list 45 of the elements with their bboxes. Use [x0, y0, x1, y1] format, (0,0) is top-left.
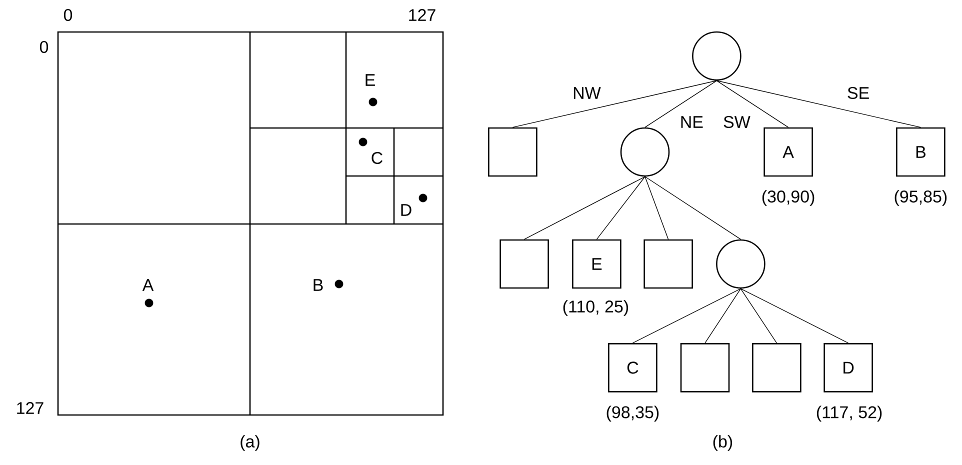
axis-label: 0	[40, 40, 48, 54]
edge-label: NW	[574, 87, 601, 99]
tree-edge	[740, 288, 778, 344]
leaf-box	[644, 239, 693, 289]
point-label: A	[142, 279, 154, 291]
tree-edge	[512, 80, 718, 128]
coordinate-label: (110, 25)	[563, 300, 628, 316]
coordinate-label: (95,85)	[894, 190, 947, 206]
edge-label: SW	[724, 116, 750, 128]
coordinate-label: (117, 52)	[816, 406, 882, 422]
tree-edge	[644, 176, 742, 240]
leaf-box: C	[608, 343, 658, 392]
point-label: C	[372, 152, 382, 164]
tree-edge	[716, 80, 922, 128]
tree-edge	[632, 288, 742, 344]
tree-circle	[716, 239, 766, 289]
coordinate-label: (98,35)	[606, 406, 659, 422]
leaf-box	[488, 127, 538, 177]
tree-edge	[596, 176, 646, 240]
tree-edge	[644, 80, 718, 128]
leaf-box: B	[896, 127, 946, 177]
tree-edge	[524, 176, 646, 240]
axis-label: 127	[409, 9, 436, 21]
edge-label: NE	[681, 116, 703, 128]
coordinate-label: (30,90)	[762, 190, 814, 206]
edge-label: SE	[848, 86, 869, 100]
leaf-box: E	[572, 239, 622, 289]
point-label: E	[366, 74, 375, 86]
point-label: B	[314, 279, 323, 291]
tree-edge	[704, 288, 742, 344]
panel-label: (b)	[713, 435, 732, 451]
axis-label: 127	[17, 402, 44, 414]
panel-label: (a)	[240, 435, 260, 451]
tree-circle	[692, 31, 742, 81]
leaf-box	[500, 239, 549, 289]
tree-edge	[644, 176, 669, 240]
tree-circle	[620, 127, 670, 177]
leaf-box: A	[764, 127, 813, 177]
point-label: D	[401, 204, 412, 216]
tree-edge	[716, 80, 789, 128]
leaf-box: D	[824, 343, 873, 392]
tree-edge	[740, 288, 849, 344]
leaf-box	[752, 343, 802, 392]
axis-label: 0	[64, 8, 72, 22]
leaf-box	[680, 343, 730, 392]
